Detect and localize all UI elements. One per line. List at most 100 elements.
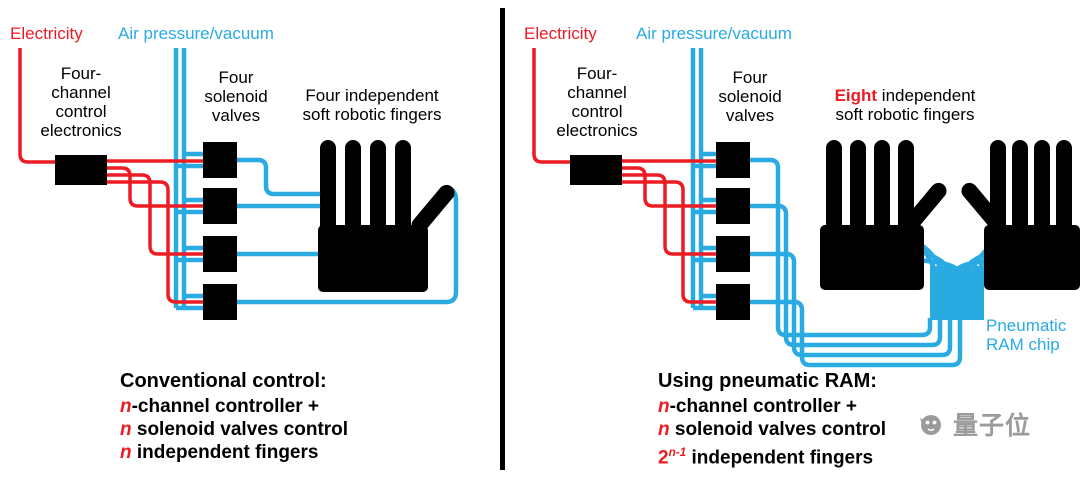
finger: [320, 140, 336, 235]
caption-text: independent fingers: [686, 447, 874, 469]
fingers-count-highlight: Eight: [834, 86, 878, 105]
fingers-label-line: Four independent: [305, 86, 439, 105]
finger: [370, 140, 386, 235]
pneumatic-ram-chip: [930, 266, 984, 320]
fingers-label-line: soft robotic fingers: [302, 105, 442, 124]
electricity-wire: [18, 48, 57, 164]
fingers-label-right: Eight independent soft robotic fingers: [800, 86, 1010, 124]
caption-title: Using pneumatic RAM:: [658, 370, 877, 392]
finger: [874, 140, 890, 235]
caption-pneumatic-ram: Using pneumatic RAM: n-channel controlle…: [658, 370, 886, 469]
robot-hand-right-a: [820, 140, 947, 290]
controller-label-line: Four-: [576, 64, 618, 83]
control-electronics-box: [55, 155, 107, 185]
thumb: [903, 182, 947, 232]
controller-label-line: electronics: [40, 121, 122, 140]
electricity-wire: [622, 166, 720, 208]
watermark: 量子位: [916, 406, 1031, 442]
watermark-text: 量子位: [953, 412, 1032, 440]
palm: [318, 225, 428, 292]
valves-label-right: Four solenoid valves: [710, 68, 790, 125]
panel-divider: [500, 8, 505, 470]
ram-chip-label-line: RAM chip: [986, 335, 1060, 354]
solenoid-valve: [716, 284, 750, 320]
air-supply-lines-right: [690, 48, 722, 311]
pneumatic-tube: [750, 251, 953, 358]
electricity-wire: [622, 173, 720, 256]
electricity-wire: [622, 180, 720, 304]
air-label-left: Air pressure/vacuum: [118, 24, 274, 43]
solenoid-valve: [203, 142, 237, 178]
finger: [898, 140, 914, 235]
finger: [826, 140, 842, 235]
fingers-label-left: Four independent soft robotic fingers: [282, 86, 462, 124]
caption-line: n solenoid valves control: [120, 418, 348, 441]
palm: [984, 225, 1080, 290]
qbitai-logo-icon: [920, 415, 941, 435]
caption-var: n: [658, 419, 670, 440]
pneumatic-tube: [750, 157, 933, 338]
fingers-label-text: independent: [877, 86, 976, 105]
caption-conventional: Conventional control: n-channel controll…: [120, 370, 348, 464]
solenoid-valve: [716, 142, 750, 178]
robot-hand-left: [318, 140, 455, 292]
electric-wires-left: [18, 48, 207, 304]
caption-text: -channel controller +: [669, 396, 858, 417]
electricity-label-left: Electricity: [10, 24, 83, 43]
controller-label-line: control: [571, 102, 623, 121]
robot-hand-right-b: [961, 140, 1080, 290]
valves-label-line: Four: [732, 68, 768, 87]
finger: [1012, 140, 1028, 235]
controller-label-line: Four-: [60, 64, 102, 83]
controller-label-line: electronics: [556, 121, 638, 140]
valves-label-line: solenoid: [718, 87, 782, 106]
controller-label-line: channel: [51, 83, 111, 102]
caption-title: Conventional control:: [120, 370, 327, 392]
caption-line: n-channel controller +: [658, 395, 886, 418]
valves-label-line: Four: [218, 68, 254, 87]
controller-label-right: Four- channel control electronics: [545, 64, 649, 140]
solenoid-valves-left: [203, 142, 237, 320]
valves-label-left: Four solenoid valves: [196, 68, 276, 125]
thumb: [961, 182, 1005, 232]
ram-chip-label: Pneumatic RAM chip: [986, 316, 1078, 354]
pneumatic-tube: [750, 299, 963, 368]
fingers-label-line: soft robotic fingers: [835, 105, 975, 124]
caption-line: 2n-1 independent fingers: [658, 441, 886, 469]
solenoid-valve: [716, 236, 750, 272]
valves-label-line: solenoid: [204, 87, 268, 106]
solenoid-valve: [203, 284, 237, 320]
caption-text: -channel controller +: [131, 396, 320, 417]
solenoid-valve: [203, 236, 237, 272]
finger: [850, 140, 866, 235]
pneumatic-tube: [750, 203, 943, 348]
finger: [1056, 140, 1072, 235]
valves-label-line: valves: [211, 106, 261, 125]
caption-text: solenoid valves control: [669, 419, 887, 440]
control-electronics-box: [570, 155, 622, 185]
caption-line: n-channel controller +: [120, 395, 348, 418]
controller-label-line: control: [55, 102, 107, 121]
valves-label-line: valves: [725, 106, 775, 125]
electric-wires-right: [532, 48, 720, 304]
caption-exp-base: 2: [658, 447, 669, 469]
caption-var: n: [658, 396, 670, 417]
ram-chip-label-line: Pneumatic: [986, 316, 1067, 335]
electricity-wire: [107, 180, 207, 304]
controller-label-left: Four- channel control electronics: [29, 64, 133, 140]
electricity-wire: [107, 173, 207, 256]
controller-label-line: channel: [567, 83, 627, 102]
electricity-wire: [107, 166, 207, 208]
caption-line: n solenoid valves control: [658, 418, 886, 441]
thumb: [411, 184, 455, 234]
caption-line: n independent fingers: [120, 441, 348, 464]
caption-text: solenoid valves control: [131, 419, 349, 440]
caption-var: n: [120, 419, 132, 440]
caption-var: n: [120, 396, 132, 417]
solenoid-valve: [716, 188, 750, 224]
finger: [395, 140, 411, 235]
fingers-label-line: Eight independent: [800, 86, 1010, 105]
solenoid-valve: [203, 188, 237, 224]
